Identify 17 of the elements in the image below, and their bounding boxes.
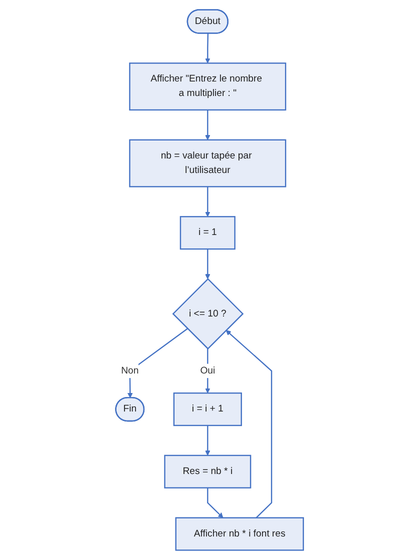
arrow bbox=[205, 425, 211, 456]
arrow bbox=[205, 186, 211, 217]
edge-label: Oui bbox=[200, 366, 216, 376]
node-box: nb = valeur tapée par l’utilisateur bbox=[130, 139, 287, 188]
arrow bbox=[207, 488, 224, 518]
arrow bbox=[128, 328, 188, 398]
arrow bbox=[226, 330, 273, 518]
arrow bbox=[205, 249, 211, 280]
node-box: i = i + 1 bbox=[174, 392, 242, 426]
node-box: i = 1 bbox=[180, 216, 236, 250]
node-diamond: i <= 10 ? bbox=[172, 278, 244, 350]
node-box: Afficher nb * i font res bbox=[176, 517, 304, 551]
node-box: Afficher "Entrez le nombre a multiplier : " bbox=[130, 62, 287, 111]
arrow bbox=[205, 110, 211, 140]
edge-label: Non bbox=[121, 366, 140, 376]
arrow bbox=[205, 33, 211, 64]
node-box: Res = nb * i bbox=[164, 454, 252, 488]
